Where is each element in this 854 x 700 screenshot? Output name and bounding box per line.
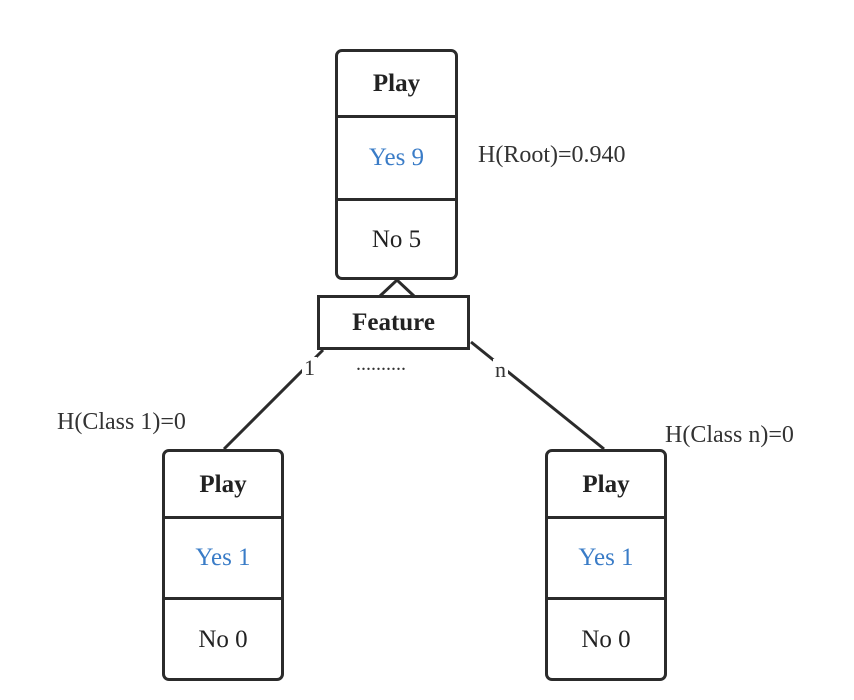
- left-leaf-no-count: No 0: [198, 626, 248, 653]
- branch-label-n: n: [493, 357, 508, 382]
- left-leaf-divider-2: [165, 597, 281, 600]
- left-leaf-header: Play: [199, 470, 247, 498]
- left-leaf-node: Play Yes 1 No 0: [162, 449, 284, 681]
- right-leaf-no-count: No 0: [581, 626, 631, 653]
- root-entropy-label: H(Root)=0.940: [478, 142, 626, 168]
- root-node-divider-1: [338, 115, 455, 118]
- root-to-feature-connector: [378, 277, 416, 298]
- left-leaf-divider-1: [165, 516, 281, 519]
- right-leaf-node: Play Yes 1 No 0: [545, 449, 667, 681]
- root-node-divider-2: [338, 198, 455, 201]
- left-leaf-entropy-label: H(Class 1)=0: [57, 409, 186, 435]
- root-node: Play Yes 9 No 5: [335, 49, 458, 280]
- root-node-header: Play: [372, 70, 421, 97]
- branch-ellipsis: ..........: [356, 353, 406, 375]
- right-leaf-header: Play: [582, 470, 630, 498]
- left-leaf-yes-count: Yes 1: [195, 544, 251, 571]
- branch-label-1: 1: [302, 355, 317, 380]
- right-leaf-entropy-label: H(Class n)=0: [665, 422, 794, 448]
- right-leaf-divider-1: [548, 516, 664, 519]
- feature-node: Feature: [317, 295, 470, 350]
- root-node-yes-count: Yes 9: [368, 144, 425, 171]
- root-node-no-count: No 5: [371, 226, 422, 253]
- right-leaf-yes-count: Yes 1: [578, 544, 634, 571]
- edge-to-right-leaf: [470, 340, 605, 451]
- right-leaf-divider-2: [548, 597, 664, 600]
